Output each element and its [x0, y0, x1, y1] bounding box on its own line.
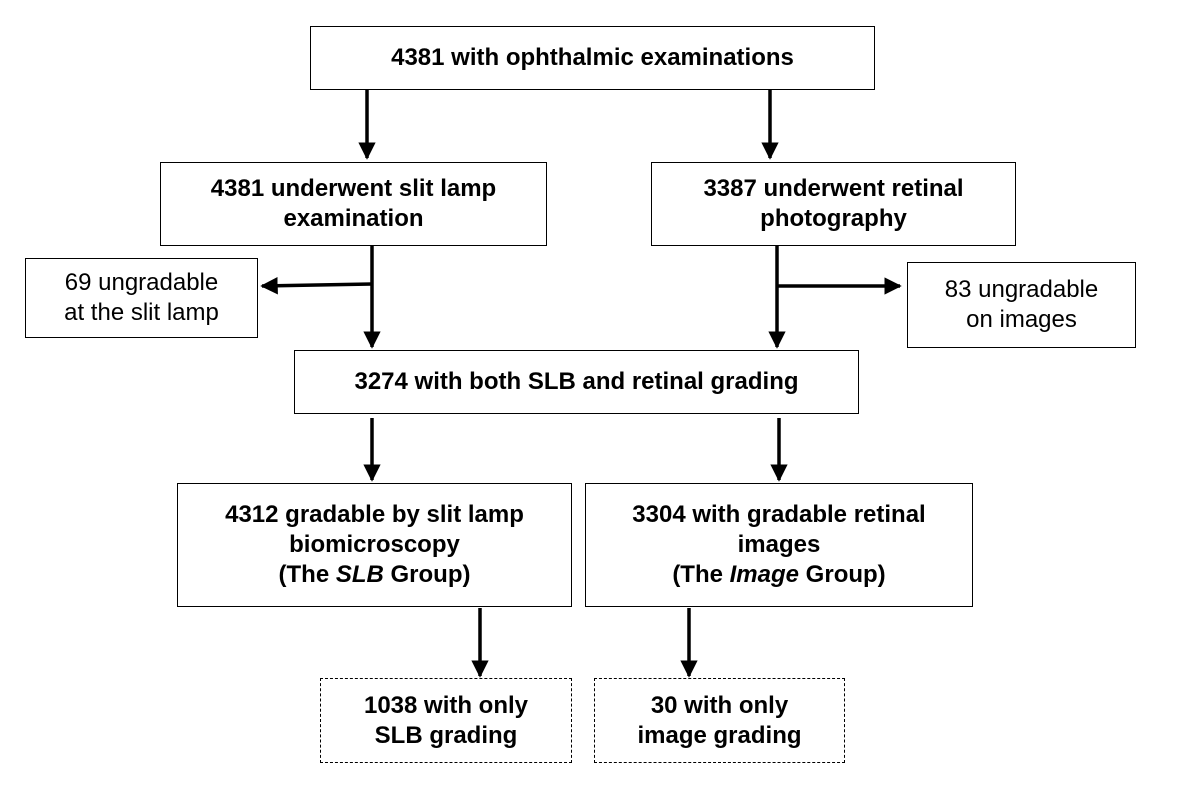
top-box-text: 4381 with ophthalmic examinations [391, 44, 794, 71]
both-grading-box: 3274 with both SLB and retinal grading [294, 350, 859, 414]
ungradable-slit-box: 69 ungradable at the slit lamp [25, 258, 258, 338]
image-group-line-2: images [737, 531, 821, 558]
image-group-italic: Image [729, 561, 800, 588]
slb-group-suffix: Group) [383, 561, 471, 588]
only-slb-line-1: 1038 with only [363, 691, 529, 719]
retinal-line-1: 3387 underwent retinal [703, 175, 964, 202]
image-group-prefix: (The [672, 561, 730, 588]
image-group-line-1: 3304 with gradable retinal [632, 501, 926, 528]
only-slb-line-2: SLB grading [374, 721, 518, 749]
top-box: 4381 with ophthalmic examinations [310, 26, 875, 90]
image-group-box: 3304 with gradable retinal images (The I… [585, 483, 973, 607]
slb-group-prefix: (The [278, 561, 336, 588]
arrow-slit-lamp-to-ungradable [260, 276, 373, 295]
ungradable-images-line-1: 83 ungradable [944, 276, 1099, 303]
slb-group-italic: SLB [335, 561, 384, 588]
retinal-line-2: photography [760, 205, 907, 232]
ungradable-images-line-2: on images [966, 306, 1077, 333]
slit-lamp-line-2: examination [283, 205, 424, 232]
retinal-box: 3387 underwent retinal photography [651, 162, 1016, 246]
only-image-line-1: 30 with only [650, 691, 789, 719]
ungradable-images-box: 83 ungradable on images [907, 262, 1136, 348]
slb-group-box: 4312 gradable by slit lamp biomicroscopy… [177, 483, 572, 607]
slit-lamp-line-1: 4381 underwent slit lamp [210, 175, 497, 202]
ungradable-slit-line-1: 69 ungradable [64, 269, 219, 296]
slit-lamp-box: 4381 underwent slit lamp examination [160, 162, 547, 246]
image-group-label: (The Image Group) [672, 560, 885, 590]
slb-group-label: (The SLB Group) [279, 560, 471, 590]
slb-group-line-1: 4312 gradable by slit lamp [225, 501, 524, 528]
slb-group-line-2: biomicroscopy [289, 531, 460, 558]
both-grading-text: 3274 with both SLB and retinal grading [354, 368, 799, 395]
only-image-line-2: image grading [637, 721, 802, 749]
only-image-box: 30 with only image grading [594, 678, 845, 763]
image-group-suffix: Group) [799, 561, 886, 588]
ungradable-slit-line-2: at the slit lamp [64, 299, 219, 326]
only-slb-box: 1038 with only SLB grading [320, 678, 572, 763]
